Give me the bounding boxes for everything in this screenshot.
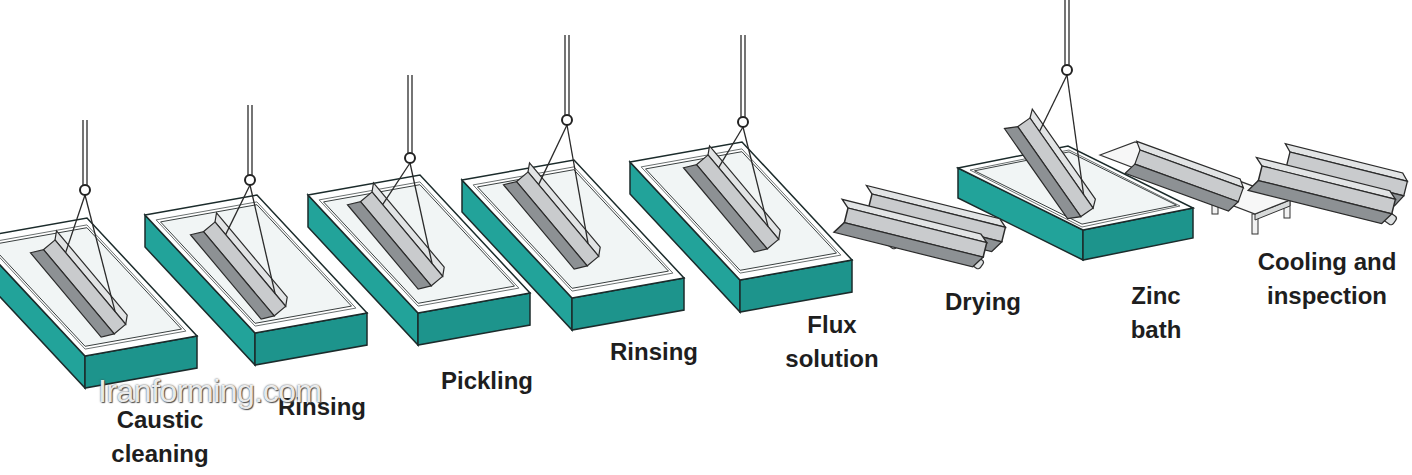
stage-label: Drying [918, 285, 1048, 319]
steel-beam [347, 183, 448, 294]
stage-label: Cooling and inspection [1240, 245, 1412, 313]
flux-tank [630, 142, 852, 312]
stage-label: Zinc bath [1116, 279, 1196, 347]
stage-label: Flux solution [772, 308, 892, 376]
steel-beam [30, 231, 131, 342]
steel-beam [503, 163, 604, 274]
steel-beam [190, 213, 291, 324]
watermark: Iranforming.com [98, 372, 322, 410]
stage-label: Caustic cleaning [95, 403, 225, 471]
crane-rigging [66, 0, 1084, 312]
steel-beam [1004, 109, 1098, 224]
steel-beam [683, 146, 784, 257]
drying-rack [834, 185, 1007, 269]
cooling-rack [1248, 144, 1409, 226]
stage-label: Rinsing [584, 335, 724, 369]
crane-hook [80, 65, 1072, 195]
stage-label: Pickling [417, 364, 557, 398]
